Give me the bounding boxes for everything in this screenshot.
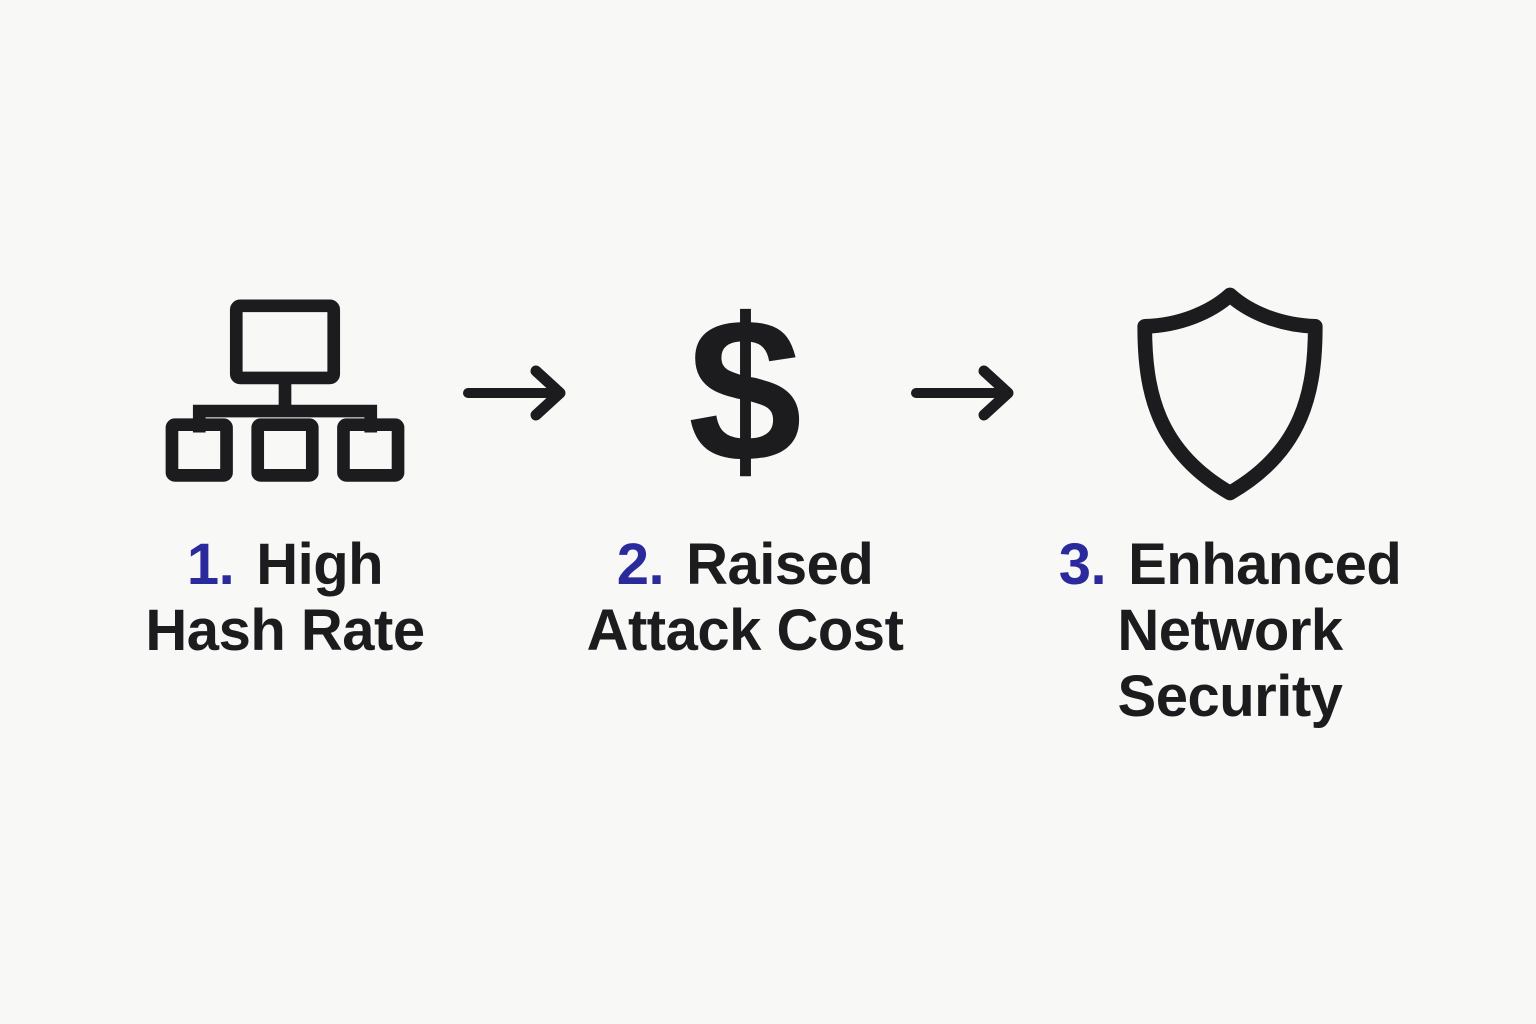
step-3-title-line-1: 3. Enhanced <box>1059 532 1402 598</box>
step-2-title-text: Raised <box>686 532 874 597</box>
step-2-number: 2. <box>616 532 665 597</box>
step-3-caption: 3. Enhanced Network Security <box>1059 532 1402 730</box>
network-hierarchy-icon <box>165 298 405 482</box>
step-1-title-line-2: Hash Rate <box>145 598 425 663</box>
step-3: 3. Enhanced Network Security <box>1045 287 1415 730</box>
step-2-caption: 2. Raised Attack Cost <box>587 532 904 664</box>
dollar-sign-icon: $ <box>687 275 802 505</box>
arrow-right-icon <box>911 365 1014 421</box>
step-2-title-line-1: 2. Raised <box>587 532 904 598</box>
step-1-number: 1. <box>186 532 235 597</box>
step-3-number: 3. <box>1058 532 1107 597</box>
step-1: 1. High Hash Rate <box>100 288 470 664</box>
step-1-caption: 1. High Hash Rate <box>145 532 425 664</box>
connector-2 <box>910 365 1016 426</box>
step-3-title-line-3: Security <box>1117 664 1343 729</box>
step-3-title-text: Enhanced <box>1128 532 1402 597</box>
step-1-icon-box <box>160 288 410 500</box>
step-2-icon-box: $ <box>688 288 802 500</box>
shield-icon <box>1137 287 1323 501</box>
step-2-title-line-2: Attack Cost <box>586 598 904 663</box>
step-3-icon-box <box>1132 287 1328 501</box>
step-2: $ 2. Raised Attack Cost <box>560 288 930 664</box>
arrow-right-icon <box>463 365 566 421</box>
connector-1 <box>462 365 568 426</box>
step-1-title-text: High <box>256 532 384 597</box>
step-1-title-line-1: 1. High <box>145 532 424 598</box>
step-3-title-line-2: Network <box>1117 598 1343 663</box>
